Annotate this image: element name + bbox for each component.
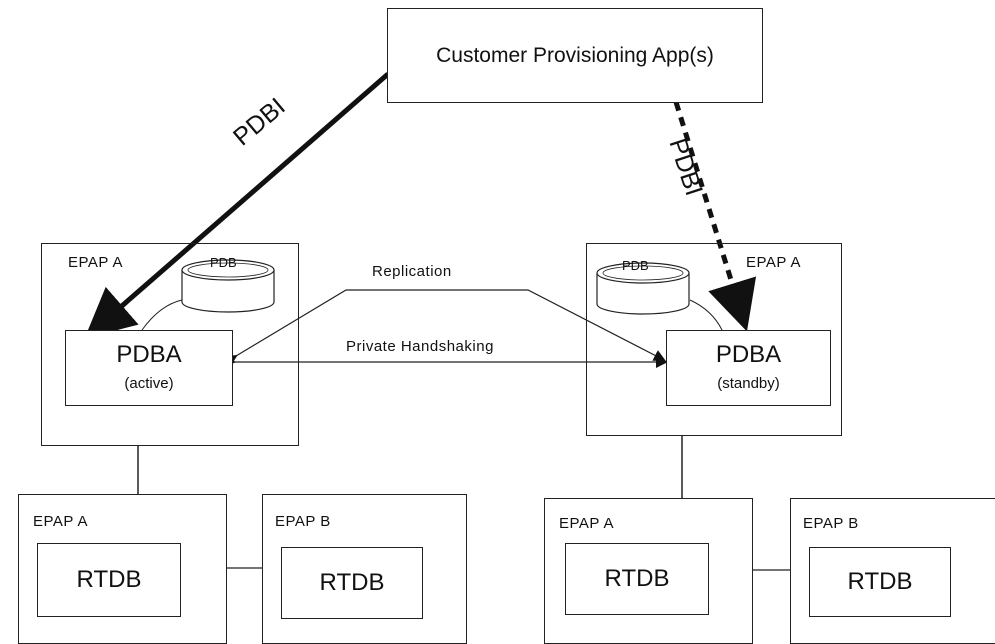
customer-provisioning-label: Customer Provisioning App(s) — [436, 43, 714, 67]
customer-provisioning-box: Customer Provisioning App(s) — [387, 8, 763, 103]
replication-label: Replication — [372, 263, 452, 280]
pdbi-standby-arrow — [673, 101, 757, 332]
right-pdb-label: PDB — [622, 258, 649, 273]
bottom-epap-2-rtdb: RTDB — [281, 547, 423, 619]
bottom-epap-1-rtdb-label: RTDB — [76, 566, 142, 593]
left-pdba-title: PDBA — [116, 341, 182, 368]
left-pdba-box: PDBA (active) — [65, 330, 233, 406]
pdb-left-cylinder — [181, 259, 275, 313]
left-pdb-label: PDB — [210, 255, 237, 270]
bottom-epap-3: EPAP A RTDB — [544, 498, 753, 644]
right-epap-title: EPAP A — [746, 254, 801, 271]
bottom-epap-3-rtdb: RTDB — [565, 543, 709, 615]
bottom-epap-2: EPAP B RTDB — [262, 494, 467, 644]
handshake-label: Private Handshaking — [346, 338, 494, 355]
left-epap-box — [41, 243, 299, 446]
bottom-epap-1-rtdb: RTDB — [37, 543, 181, 617]
right-pdba-title: PDBA — [715, 341, 782, 368]
pdb-left-link — [141, 299, 183, 331]
bottom-epap-4: EPAP B RTDB — [790, 498, 995, 644]
bottom-epap-4-title: EPAP B — [803, 515, 859, 532]
right-pdba-status: (standby) — [717, 375, 780, 392]
bottom-epap-2-rtdb-label: RTDB — [319, 569, 385, 596]
pdb-right-link — [689, 299, 723, 331]
right-epap-box — [586, 243, 842, 436]
replication-line — [224, 289, 666, 367]
bottom-epap-1-title: EPAP A — [33, 513, 88, 530]
bottom-epap-4-rtdb-label: RTDB — [847, 568, 913, 595]
right-pdba-box: PDBA (standby) — [666, 330, 831, 406]
bottom-epap-2-title: EPAP B — [275, 513, 331, 530]
pdb-right-cylinder — [596, 262, 690, 315]
pdbi-active-arrow — [84, 72, 390, 339]
left-pdba-status: (active) — [124, 375, 174, 392]
left-epap-title: EPAP A — [68, 254, 123, 271]
bottom-epap-1: EPAP A RTDB — [18, 494, 227, 644]
bottom-epap-4-rtdb: RTDB — [809, 547, 951, 617]
bottom-epap-3-rtdb-label: RTDB — [604, 565, 670, 592]
bottom-epap-3-title: EPAP A — [559, 515, 614, 532]
